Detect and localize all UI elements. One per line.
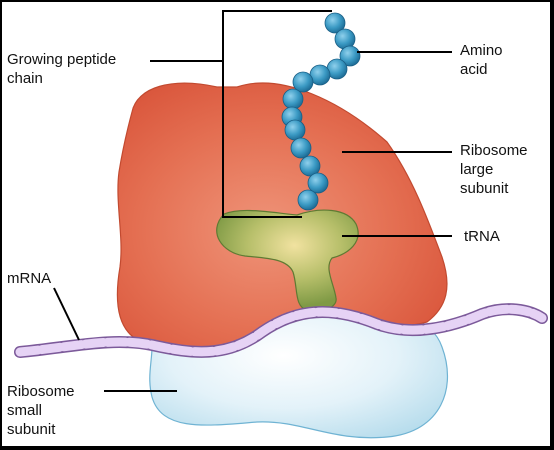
translation-diagram bbox=[14, 10, 548, 439]
amino-acid-bead bbox=[307, 172, 329, 194]
amino-acid-bead bbox=[299, 155, 321, 177]
leader-lines bbox=[53, 10, 452, 392]
peptide-bracket bbox=[222, 10, 332, 218]
trna bbox=[216, 209, 359, 312]
mrna-strand bbox=[14, 303, 548, 358]
amino-acid-bead bbox=[290, 137, 312, 159]
label-trna: tRNA bbox=[464, 228, 500, 245]
label-ribosome-small-subunit: Ribosome small subunit bbox=[7, 383, 75, 438]
label-mrna: mRNA bbox=[7, 270, 52, 287]
label-growing-peptide-chain: Growing peptide chain bbox=[7, 51, 117, 87]
amino-acid-bead bbox=[282, 88, 304, 110]
amino-acid-bead bbox=[297, 189, 319, 211]
amino-acid-bead bbox=[292, 71, 314, 93]
mrna-leader bbox=[53, 287, 80, 341]
peptide-chain bbox=[281, 12, 361, 211]
label-ribosome-large-subunit: Ribosome large subunit bbox=[460, 142, 528, 197]
amino-acid-bead bbox=[284, 119, 306, 141]
amino-acid-bead bbox=[324, 12, 346, 34]
amino-acid-bead bbox=[339, 45, 361, 67]
diagram-frame: Growing peptide chain Amino acid Ribosom… bbox=[2, 2, 550, 446]
label-amino-acid: Amino acid bbox=[460, 42, 503, 78]
